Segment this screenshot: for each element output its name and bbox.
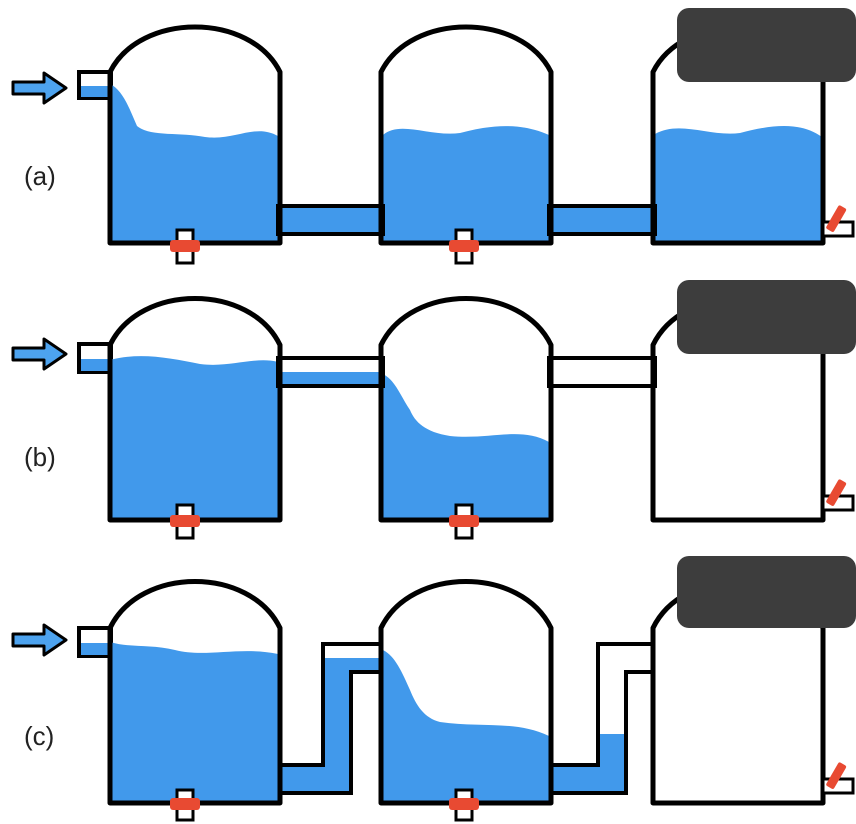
panel-a: (a) <box>11 8 856 265</box>
tank2-drain-valve[interactable] <box>449 228 479 265</box>
tank1 <box>107 24 283 246</box>
tank2-water <box>383 650 549 803</box>
tank1-drain-valve[interactable] <box>170 503 200 540</box>
inflow-arrow-icon <box>11 337 68 371</box>
tank2-drain-valve[interactable] <box>449 503 479 540</box>
panel-c: (c) <box>11 556 856 822</box>
tank2 <box>378 24 554 246</box>
tank2 <box>378 579 554 806</box>
panel-label-a: (a) <box>24 161 56 191</box>
tank2 <box>378 296 554 523</box>
pipe-1-2 <box>276 204 385 236</box>
tank2-water <box>383 374 549 520</box>
panel-b: (b) <box>11 280 856 540</box>
panel-label-b: (b) <box>24 442 56 472</box>
redaction-box <box>677 280 856 354</box>
redaction-box <box>677 8 856 82</box>
tank1 <box>107 296 283 523</box>
tank3-water <box>655 126 822 243</box>
tank3-outlet-valve[interactable] <box>821 762 855 795</box>
tank2-water <box>383 126 549 243</box>
pipe-2-3 <box>547 356 657 388</box>
tank1-water <box>110 84 278 243</box>
tank1-drain-valve[interactable] <box>170 228 200 265</box>
tank1-water <box>110 356 278 520</box>
pipe-2-3 <box>547 204 657 236</box>
tank2-drain-valve[interactable] <box>449 788 479 822</box>
tank1 <box>107 579 283 806</box>
tank1-drain-valve[interactable] <box>170 788 200 822</box>
redaction-box <box>677 556 856 628</box>
inflow-arrow-icon <box>11 623 68 657</box>
tank3-outlet-valve[interactable] <box>821 205 855 238</box>
tank3-outlet-valve[interactable] <box>821 479 855 512</box>
inflow-arrow-icon <box>11 71 68 105</box>
panel-label-c: (c) <box>24 721 54 751</box>
tank1-water <box>110 642 278 803</box>
siphon-pipe-1-2 <box>278 642 383 795</box>
